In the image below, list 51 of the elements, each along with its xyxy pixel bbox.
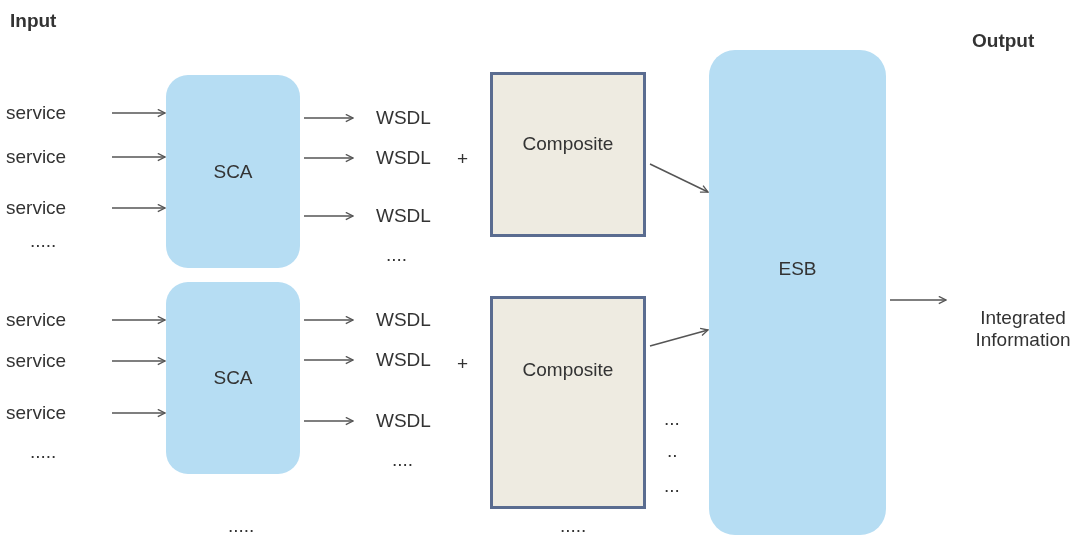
box-label: Composite xyxy=(522,359,614,382)
output-text: Integrated Information xyxy=(947,307,1089,353)
composite-box xyxy=(490,72,646,237)
box-label: ESB xyxy=(778,258,817,280)
arrow xyxy=(649,327,709,347)
output-text: WSDL xyxy=(354,348,444,372)
arrow xyxy=(303,355,354,365)
arrow xyxy=(111,356,166,366)
input-text: service xyxy=(6,349,108,373)
ellipsis: ..... xyxy=(560,515,587,536)
ellipsis: .... xyxy=(392,449,414,471)
input-text: service xyxy=(6,145,108,169)
arrow xyxy=(111,408,166,418)
arrow xyxy=(649,163,709,193)
arrow xyxy=(111,315,166,325)
bus-box xyxy=(709,50,886,535)
section-heading: Output xyxy=(972,30,1035,52)
arrow xyxy=(111,152,166,162)
arrow xyxy=(111,203,166,213)
arrow xyxy=(303,153,354,163)
arrow xyxy=(303,211,354,221)
input-text: service xyxy=(6,101,108,125)
arrow xyxy=(303,416,354,426)
output-text: WSDL xyxy=(354,308,444,332)
composite-box xyxy=(490,296,646,509)
ellipsis: ... xyxy=(664,475,680,497)
ellipsis: ..... xyxy=(30,441,57,463)
ellipsis: ..... xyxy=(30,230,57,252)
section-heading: Input xyxy=(10,10,57,32)
input-text: service xyxy=(6,401,108,425)
arrow xyxy=(303,315,354,325)
plus-sign: + xyxy=(457,353,469,375)
ellipsis: ..... xyxy=(228,515,255,536)
output-text: WSDL xyxy=(354,204,444,228)
process-box xyxy=(166,75,300,268)
input-text: service xyxy=(6,308,108,332)
process-box xyxy=(166,282,300,474)
arrow xyxy=(889,295,947,305)
ellipsis: .. xyxy=(667,440,678,462)
arrow xyxy=(111,108,166,118)
box-label: SCA xyxy=(213,367,253,389)
ellipsis: .... xyxy=(386,244,408,266)
output-text: WSDL xyxy=(354,409,444,433)
arrow xyxy=(303,113,354,123)
output-text: WSDL xyxy=(354,106,444,130)
box-label: Composite xyxy=(522,133,614,156)
input-text: service xyxy=(6,196,108,220)
plus-sign: + xyxy=(457,148,469,170)
output-text: WSDL xyxy=(354,146,444,170)
ellipsis: ... xyxy=(664,408,680,430)
box-label: SCA xyxy=(213,160,253,183)
